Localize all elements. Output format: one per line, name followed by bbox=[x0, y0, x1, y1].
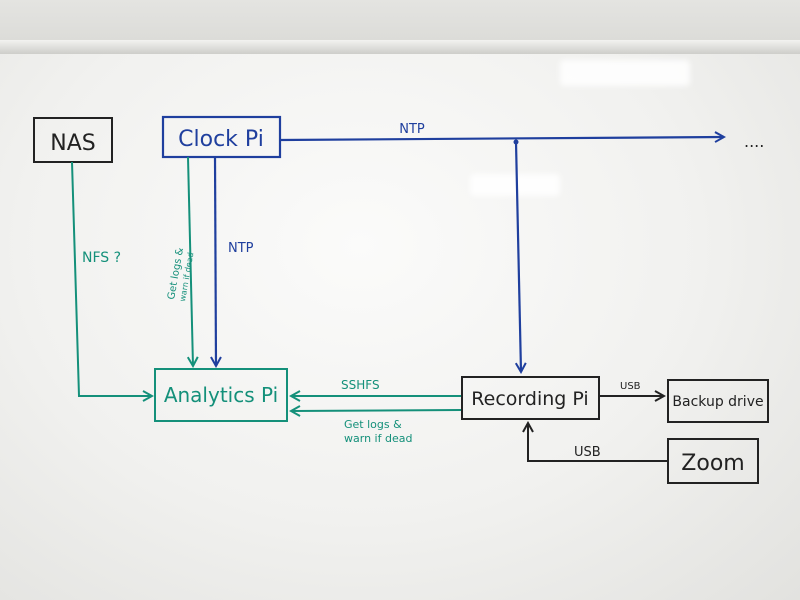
edge-clock-to-analytics-ntp: NTP bbox=[215, 156, 254, 366]
light-glare bbox=[470, 174, 560, 196]
recording-logs-label-1: Get logs & bbox=[344, 418, 402, 431]
junction-dot bbox=[513, 139, 519, 145]
nas-label: NAS bbox=[50, 131, 95, 156]
edge-recording-monitored: Get logs & warn if dead bbox=[291, 410, 462, 445]
edge-recording-to-analytics-sshfs: SSHFS bbox=[291, 378, 461, 396]
edge-recording-to-backup: USB bbox=[600, 381, 664, 396]
node-backup-drive: Backup drive bbox=[667, 379, 769, 423]
continuation-dots: .... bbox=[744, 132, 764, 151]
recording-backup-label: USB bbox=[620, 381, 641, 392]
recording-logs-label-2: warn if dead bbox=[344, 432, 412, 445]
edge-zoom-to-recording: USB bbox=[528, 423, 668, 462]
edge-nas-to-analytics: NFS ? bbox=[71, 161, 152, 396]
recording-logs-line bbox=[291, 410, 462, 411]
recording-pi-box bbox=[461, 376, 600, 420]
node-nas: NAS bbox=[33, 117, 113, 163]
ntp-branch-line bbox=[514, 141, 521, 372]
node-clock-pi: Clock Pi bbox=[161, 115, 282, 159]
edge-clock-ntp-right: NTP .... bbox=[279, 122, 764, 151]
light-glare bbox=[560, 60, 690, 86]
whiteboard-frame bbox=[0, 40, 800, 56]
backup-drive-box bbox=[667, 379, 769, 423]
zoom-label: Zoom bbox=[681, 451, 744, 476]
ntp-right-label: NTP bbox=[399, 122, 425, 137]
whiteboard bbox=[0, 54, 800, 600]
edge-ntp-to-recording-pi bbox=[513, 139, 522, 373]
zoom-recording-label: USB bbox=[574, 445, 601, 460]
zoom-recording-line bbox=[528, 423, 668, 462]
sshfs-label: SSHFS bbox=[341, 378, 380, 392]
analytics-pi-label: Analytics Pi bbox=[164, 383, 278, 407]
node-analytics-pi: Analytics Pi bbox=[154, 368, 288, 422]
node-zoom: Zoom bbox=[667, 438, 759, 484]
node-recording-pi: Recording Pi bbox=[461, 376, 600, 420]
nas-analytics-line bbox=[71, 161, 152, 396]
analytics-pi-box bbox=[154, 368, 288, 422]
clock-analytics-ntp-line bbox=[215, 156, 216, 366]
recording-pi-label: Recording Pi bbox=[471, 388, 588, 410]
clock-pi-box bbox=[161, 115, 282, 159]
analytics-clock-logs-line bbox=[188, 156, 193, 366]
ntp-right-line bbox=[279, 137, 724, 140]
nas-analytics-label: NFS ? bbox=[82, 250, 121, 266]
clock-pi-label: Clock Pi bbox=[178, 127, 264, 152]
backup-drive-label: Backup drive bbox=[672, 394, 763, 410]
edge-analytics-monitors-clock: Get logs & warn if dead bbox=[166, 156, 196, 366]
clock-analytics-ntp-label: NTP bbox=[228, 241, 254, 256]
